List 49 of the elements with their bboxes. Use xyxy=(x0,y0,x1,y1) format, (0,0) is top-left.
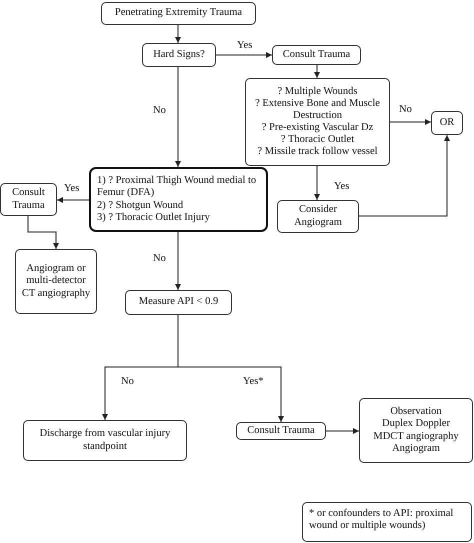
node-text: Hard Signs? xyxy=(153,48,205,62)
decision-box xyxy=(245,78,390,166)
node-text: Consult Trauma xyxy=(247,424,315,438)
node-text: 1) ? Proximal Thigh Wound medial to Femur (DFA) xyxy=(97,175,258,200)
node-text: Observation xyxy=(390,406,442,418)
process-box xyxy=(236,422,326,440)
process-box xyxy=(277,200,359,233)
process-box xyxy=(101,2,256,25)
node-text: ? Missile track follow vessel xyxy=(257,146,378,158)
node-text: Penetrating Extremity Trauma xyxy=(114,7,242,20)
process-box xyxy=(15,249,97,314)
node-text: ? Extensive Bone and Muscle Destruction xyxy=(254,98,381,122)
arrow xyxy=(56,197,90,203)
node-text: Consider Angiogram xyxy=(293,204,343,229)
node-text: * or confounders to API: proximal wound or multiple wounds) xyxy=(309,508,454,532)
node-text: 3) ? Thoracic Outlet Injury xyxy=(97,212,210,224)
node-text: 2) ? Shotgun Wound xyxy=(97,200,184,212)
arrow xyxy=(314,166,320,200)
arrow xyxy=(175,66,181,168)
node-text: OR xyxy=(440,116,454,130)
decision-box xyxy=(125,290,232,315)
process-box xyxy=(359,398,473,463)
decision-box xyxy=(142,43,216,67)
node-text: ? Thoracic Outlet xyxy=(280,134,354,146)
node-text: Consult Trauma xyxy=(11,187,46,212)
node-text: Duplex Doppler xyxy=(382,418,450,430)
process-box xyxy=(431,111,463,135)
node-text: Measure API < 0.9 xyxy=(138,296,218,309)
note-box xyxy=(302,502,472,542)
process-box xyxy=(272,45,361,65)
decision-box xyxy=(89,167,268,232)
arrow xyxy=(178,314,284,422)
node-text: Angiogram xyxy=(392,442,440,455)
process-box xyxy=(23,420,187,461)
arrow xyxy=(28,216,59,250)
arrow xyxy=(358,134,450,216)
node-text: Consult Trauma xyxy=(282,48,350,62)
arrow xyxy=(390,119,432,125)
arrow xyxy=(314,64,320,78)
arrow xyxy=(175,24,181,44)
arrow xyxy=(326,428,360,434)
node-text: ? Multiple Wounds xyxy=(277,86,358,98)
node-text: Angiogram or multi-detector CT angiography xyxy=(20,263,92,300)
node-text: Discharge from vascular injury standpoint xyxy=(38,428,172,453)
process-box xyxy=(0,183,57,216)
arrow xyxy=(175,232,181,290)
arrow xyxy=(216,52,272,58)
node-text: MDCT angiography xyxy=(373,430,459,443)
node-text: ? Pre-existing Vascular Dz xyxy=(262,122,374,134)
